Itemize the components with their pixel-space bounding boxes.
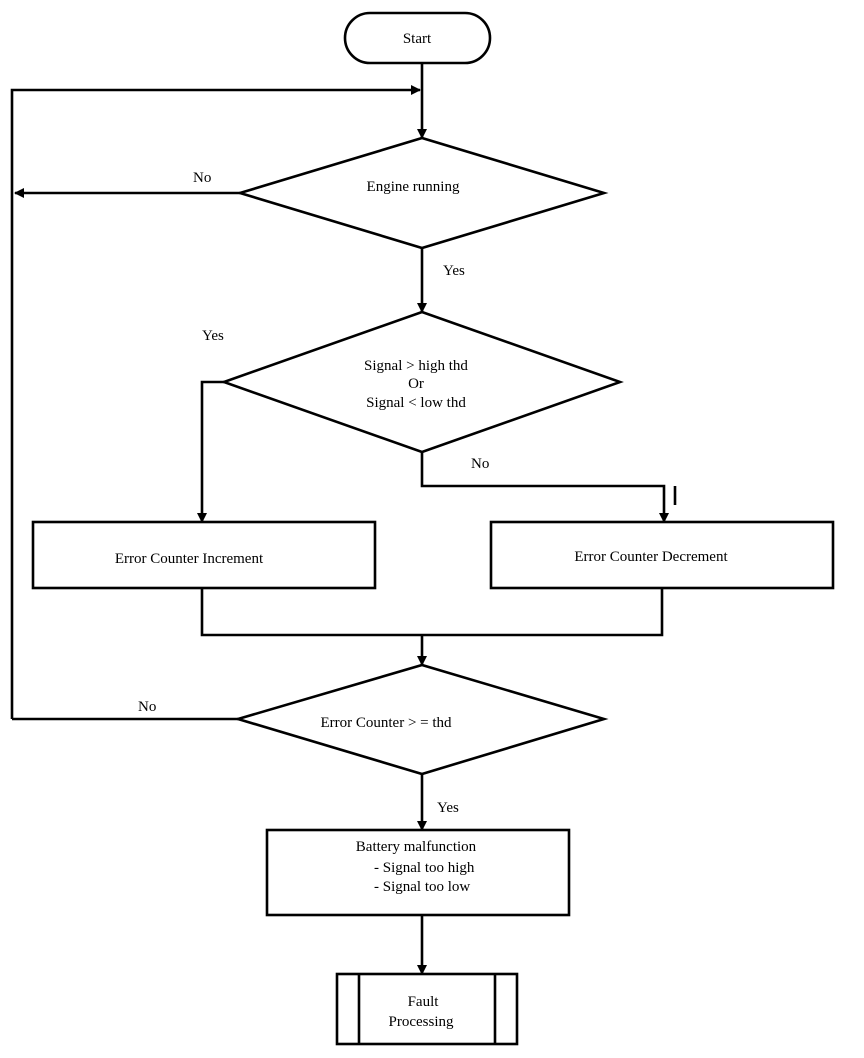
signal-no-label: No xyxy=(471,456,489,472)
engine-no-label: No xyxy=(193,170,211,186)
start-label: Start xyxy=(403,31,432,47)
error-counter-increment-label: Error Counter Increment xyxy=(115,551,264,567)
engine-running-decision xyxy=(235,136,609,250)
battery-malfunction-item-high: - Signal too high xyxy=(374,860,475,876)
counter-no-label: No xyxy=(138,699,156,715)
error-counter-threshold-decision xyxy=(233,663,609,776)
signal-yes-label: Yes xyxy=(202,328,224,344)
connector-signal-yes xyxy=(197,380,224,523)
engine-running-label: Engine running xyxy=(367,179,460,195)
connector-merge xyxy=(200,588,664,637)
connector-signal-no xyxy=(420,452,669,523)
signal-check-line3: Signal < low thd xyxy=(366,395,466,411)
signal-threshold-decision xyxy=(220,310,624,454)
battery-malfunction-item-low: - Signal too low xyxy=(374,879,470,895)
engine-yes-label: Yes xyxy=(443,263,465,279)
start-terminator xyxy=(343,11,492,65)
counter-yes-label: Yes xyxy=(437,800,459,816)
signal-check-line2: Or xyxy=(408,376,424,392)
error-counter-decrement-label: Error Counter Decrement xyxy=(574,549,728,565)
fault-processing-box xyxy=(335,972,519,1046)
counter-check-label: Error Counter > = thd xyxy=(320,715,452,731)
signal-check-line1: Signal > high thd xyxy=(364,358,468,374)
battery-malfunction-title: Battery malfunction xyxy=(356,839,477,855)
fault-processing-line1: Fault xyxy=(408,994,440,1010)
loop-back-top xyxy=(10,85,421,719)
battery-malfunction-box xyxy=(265,828,571,917)
fault-processing-line2: Processing xyxy=(389,1014,454,1030)
error-counter-increment-box xyxy=(31,520,377,590)
